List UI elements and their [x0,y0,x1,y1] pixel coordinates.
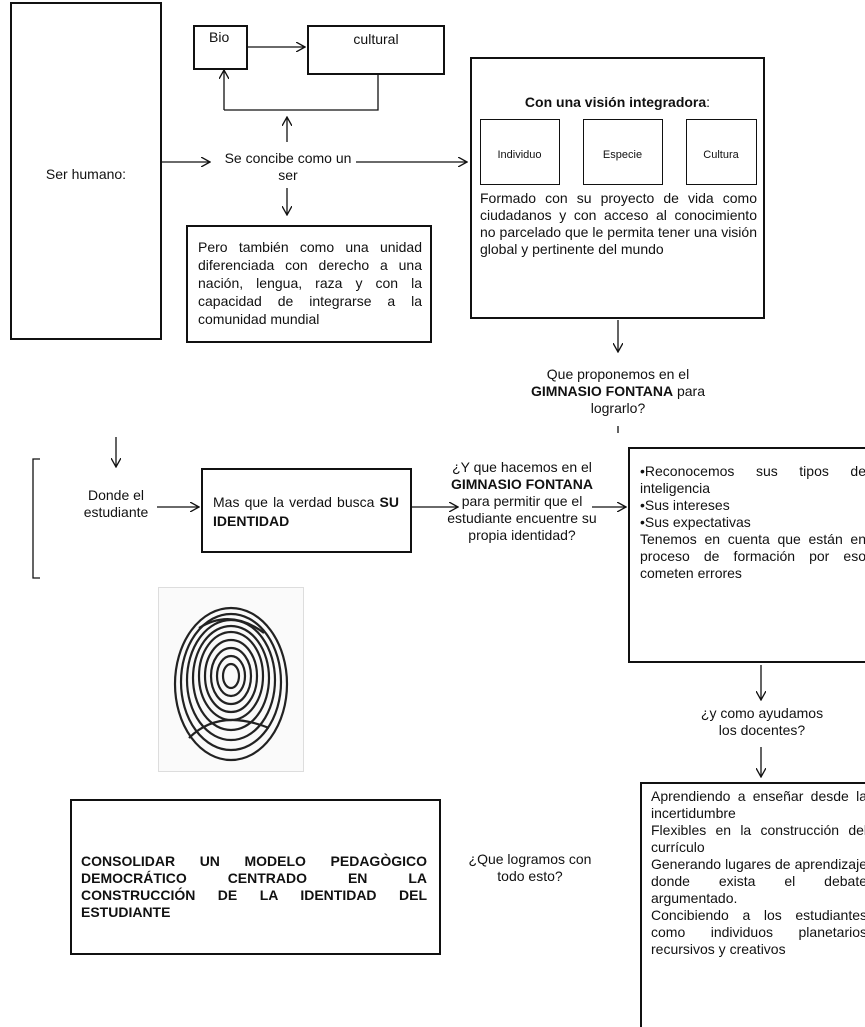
que-logramos-text: ¿Que logramos con todo esto? [468,851,592,884]
que-proponemos-bold: GIMNASIO FONTANA [531,383,674,399]
donde-estudiante-text: Donde el estudiante [83,487,149,520]
reconocemos-bullet-1: •Reconocemos sus tipos de inteligencia [640,463,865,496]
cultural-box: cultural [307,25,445,75]
bio-label: Bio [209,29,230,45]
que-proponemos-text: Que proponemos en el GIMNASIO FONTANA pa… [508,366,728,417]
reconocemos-bullet-2: •Sus intereses [640,497,730,513]
que-hacemos-post: para permitir que el estudiante encuentr… [447,493,597,543]
identidad-pre: Mas que la verdad busca [213,494,375,510]
aprendiendo-item-4: Concibiendo a los estudiantes como indiv… [651,907,865,957]
vision-title: Con una visión integradora [524,94,707,110]
individuo-box: Individuo [480,119,560,185]
aprendiendo-item-2: Flexibles en la construcción del currícu… [651,822,865,855]
bio-box: Bio [193,25,248,70]
reconocemos-bullet-3: •Sus expectativas [640,514,751,530]
aprendiendo-list: Aprendiendo a enseñar desde la incertidu… [651,788,865,958]
vision-text: Formado con su proyecto de vida como ciu… [480,190,757,257]
cultural-label: cultural [353,31,399,47]
identidad-bold: SU IDENTIDAD [213,494,399,529]
identidad-box: Mas que la verdad busca SU IDENTIDAD [201,468,412,553]
se-concibe-text: Se concibe como un ser [224,150,352,183]
fingerprint-image [158,587,304,772]
que-hacemos-pre: ¿Y que hacemos en el [452,459,592,475]
cultura-label: Cultura [703,149,739,161]
reconocemos-text: Tenemos en cuenta que están en proceso d… [640,531,865,581]
aprendiendo-box: Aprendiendo a enseñar desde la incertidu… [640,782,865,1027]
como-ayudamos-text: ¿y como ayudamos los docentes? [700,705,824,738]
que-proponemos-post: para lograrlo? [590,383,705,416]
aprendiendo-item-1: Aprendiendo a enseñar desde la incertidu… [651,788,865,821]
que-hacemos-text: ¿Y que hacemos en el GIMNASIO FONTANA pa… [447,459,597,544]
especie-box: Especie [583,119,663,185]
aprendiendo-item-3: Generando lugares de aprendizaje donde e… [651,856,865,906]
pero-tambien-box: Pero también como una unidad diferenciad… [186,225,432,343]
vision-title-line: Con una visión integradora: [472,94,763,111]
individuo-label: Individuo [497,149,542,161]
identidad-text: Mas que la verdad busca SU IDENTIDAD [213,493,399,531]
consolidar-box: CONSOLIDAR UN MODELO PEDAGÒGICO DEMOCRÁT… [70,799,441,955]
que-hacemos-bold: GIMNASIO FONTANA [450,476,594,492]
que-proponemos-pre: Que proponemos en el [546,366,690,382]
especie-label: Especie [602,149,643,161]
pero-tambien-text: Pero también como una unidad diferenciad… [198,239,422,327]
reconocemos-list: •Reconocemos sus tipos de inteligencia •… [640,463,865,582]
reconocemos-box: •Reconocemos sus tipos de inteligencia •… [628,447,865,663]
vision-box: Con una visión integradora: Individuo Es… [470,57,765,319]
fingerprint-icon [173,606,289,762]
vision-title-colon: : [706,94,711,110]
ser-humano-box: Ser humano: [10,2,162,340]
cultura-box: Cultura [686,119,757,185]
ser-humano-label: Ser humano: [45,166,127,182]
consolidar-text: CONSOLIDAR UN MODELO PEDAGÒGICO DEMOCRÁT… [81,853,427,920]
